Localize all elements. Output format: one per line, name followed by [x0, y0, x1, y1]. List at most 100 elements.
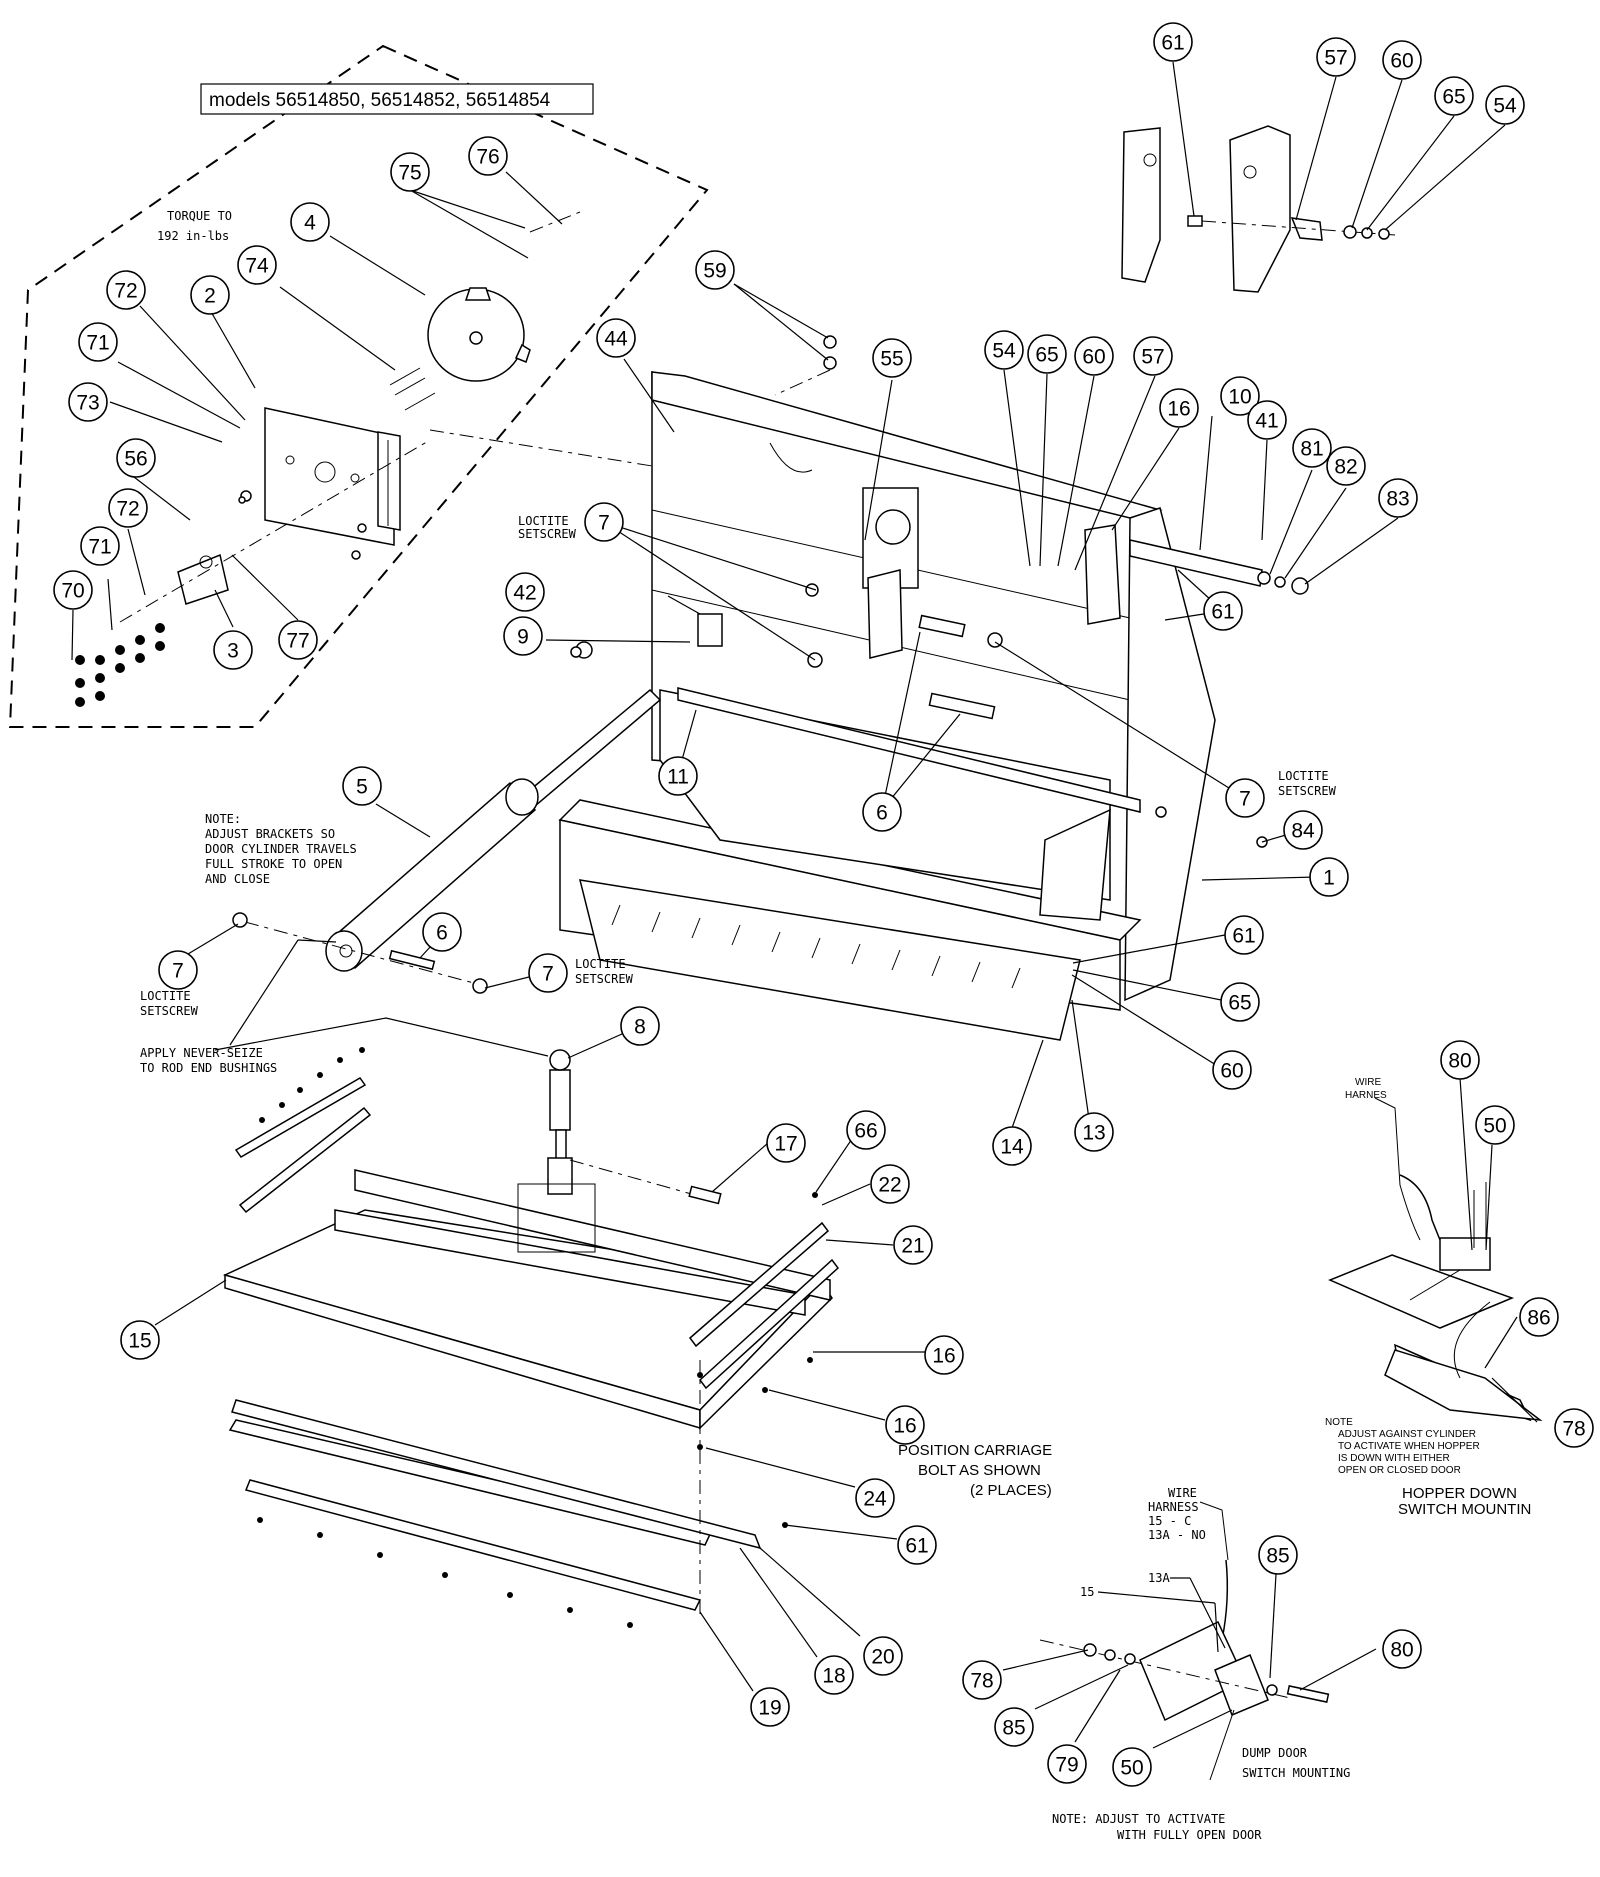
balloon-number: 76 [476, 146, 499, 169]
balloon-number: 17 [774, 1133, 797, 1156]
bracket-left [1121, 127, 1161, 283]
balloon-number: 6 [436, 922, 448, 945]
wire-harness-3: 15 - C [1148, 1514, 1191, 1528]
part-balloon: 61 [897, 1525, 937, 1565]
part-balloon: 85 [994, 1707, 1034, 1747]
part-balloon: 42 [505, 572, 545, 612]
motor-mount-plate [264, 407, 395, 546]
part-balloon: 7 [528, 953, 568, 993]
balloon-number: 50 [1483, 1115, 1506, 1138]
guide-rail [677, 687, 1141, 813]
part-balloon: 66 [846, 1110, 886, 1150]
hopper-note-5: OPEN OR CLOSED DOOR [1338, 1465, 1461, 1476]
balloon-number: 18 [822, 1665, 845, 1688]
part-balloon: 15 [120, 1320, 160, 1360]
part-balloon: 44 [596, 318, 636, 358]
part-balloon: 81 [1292, 428, 1332, 468]
balloon-circle [390, 152, 430, 192]
balloon-circle [870, 1164, 910, 1204]
balloon-circle [1159, 388, 1199, 428]
part-balloon: 61 [1153, 22, 1193, 62]
part-balloon: 82 [1326, 446, 1366, 486]
balloon-number: 57 [1141, 346, 1164, 369]
part-balloon: 1 [1309, 857, 1349, 897]
balloon-circle [528, 953, 568, 993]
strap-right-2 [698, 1258, 840, 1390]
hopper-title-2: SWITCH MOUNTIN [1398, 1501, 1531, 1518]
balloon-circle [862, 792, 902, 832]
part-balloon: 13 [1074, 1112, 1114, 1152]
balloon-circle [1212, 1050, 1252, 1090]
balloon-number: 55 [880, 348, 903, 371]
dump-door-title-2: SWITCH MOUNTING [1242, 1766, 1350, 1780]
part-balloon: 72 [108, 488, 148, 528]
balloon-number: 16 [893, 1415, 916, 1438]
balloon-circle [213, 630, 253, 670]
loctite-left-2: SETSCREW [140, 1004, 199, 1018]
balloon-number: 21 [901, 1235, 924, 1258]
balloon-circle [1220, 376, 1260, 416]
balloon-number: 85 [1266, 1545, 1289, 1568]
balloon-circle [893, 1225, 933, 1265]
part-balloon: 78 [962, 1660, 1002, 1700]
balloon-number: 60 [1082, 346, 1105, 369]
part-balloon: 72 [106, 270, 146, 310]
balloon-circle [994, 1707, 1034, 1747]
balloon-circle [1519, 1297, 1559, 1337]
part-balloon: 22 [870, 1164, 910, 1204]
balloon-circle [422, 912, 462, 952]
balloon-number: 7 [598, 512, 610, 535]
part-balloon: 74 [237, 245, 277, 285]
balloon-number: 3 [227, 640, 239, 663]
balloon-number: 61 [905, 1535, 928, 1558]
hopper-switch-base [1384, 1349, 1543, 1422]
balloon-circle [120, 1320, 160, 1360]
part-balloon: 61 [1203, 591, 1243, 631]
part-balloon: 86 [1519, 1297, 1559, 1337]
part-balloon: 56 [116, 438, 156, 478]
part-balloon: 85 [1258, 1535, 1298, 1575]
balloon-circle [1292, 428, 1332, 468]
loctite-left-1: LOCTITE [140, 989, 191, 1003]
balloon-circle [78, 322, 118, 362]
part-balloon: 19 [750, 1687, 790, 1727]
adjust-note-3: DOOR CYLINDER TRAVELS [205, 842, 357, 856]
balloon-circle [1554, 1408, 1594, 1448]
balloon-number: 19 [758, 1697, 781, 1720]
part-balloon: 7 [584, 502, 624, 542]
part-balloon: 14 [992, 1126, 1032, 1166]
balloon-number: 80 [1448, 1050, 1471, 1073]
balloon-circle [158, 950, 198, 990]
dump-door-switch-group [1039, 1501, 1330, 1781]
balloon-number: 11 [667, 766, 689, 789]
balloon-circle [962, 1660, 1002, 1700]
loctite-right-1: LOCTITE [1278, 769, 1329, 783]
part-balloon: 75 [390, 152, 430, 192]
balloon-number: 86 [1527, 1307, 1550, 1330]
balloon-number: 78 [1562, 1418, 1585, 1441]
part-balloon: 60 [1074, 336, 1114, 376]
part-balloon: 71 [80, 526, 120, 566]
hopper-note-1: NOTE [1325, 1417, 1353, 1428]
hopper-note-2: ADJUST AGAINST CYLINDER [1338, 1429, 1476, 1440]
label-13a: 13A [1148, 1571, 1170, 1585]
part-balloon: 71 [78, 322, 118, 362]
balloon-number: 20 [871, 1646, 894, 1669]
leader-lines [71, 61, 1538, 1749]
balloon-circle [108, 488, 148, 528]
balloon-circle [53, 570, 93, 610]
part-balloon: 60 [1382, 40, 1422, 80]
balloon-number: 72 [116, 498, 139, 521]
balloon-circle [1027, 334, 1067, 374]
balloon-circle [984, 330, 1024, 370]
balloon-circle [872, 338, 912, 378]
carriage-note-2: BOLT AS SHOWN [918, 1462, 1041, 1479]
balloon-circle [342, 766, 382, 806]
balloon-circle [658, 756, 698, 796]
balloon-number: 78 [970, 1670, 993, 1693]
balloon-number: 61 [1232, 925, 1255, 948]
balloon-circle [1378, 478, 1418, 518]
hinge-bracket [1084, 524, 1121, 625]
balloon-circle [885, 1405, 925, 1445]
